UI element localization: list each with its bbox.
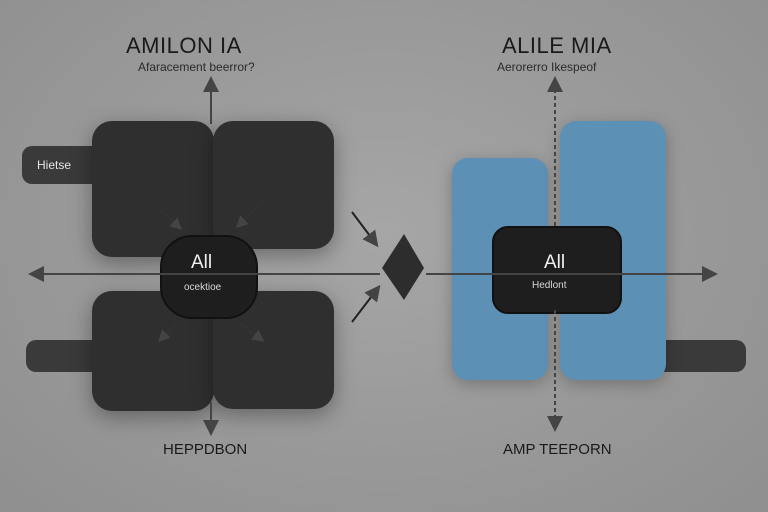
right-hub-node [492,226,622,314]
decision-diamond [382,234,424,300]
left-module-subtitle: Afaracement beerror? [138,60,255,74]
left-diag-arrow-bl [157,321,179,343]
right-module-title: ALILE MIA [502,33,612,58]
left-hub-title: All [191,252,213,273]
left-diag-arrow-tl [159,209,183,231]
left-lobe-top-left [92,121,214,257]
left-hub-node [160,235,258,319]
right-side-tab [652,340,746,372]
left-lobe-top-right [213,121,334,249]
left-diag-arrow-br [237,321,265,342]
mid-arrow-upper [351,211,379,248]
mid-arrow-lower [351,284,381,323]
left-module-footer: HEPPDBON [163,441,248,458]
right-hub-subtitle: Hedlont [532,280,567,291]
left-module-title: AMILON IA [126,33,242,58]
right-module-subtitle: Aerorerro Ikespeof [497,60,597,74]
left-side-tab-label: Hietse [37,158,72,172]
left-hub-subtitle: ocektioe [184,282,222,293]
left-diag-arrow-tr [235,199,266,229]
right-hub-title: All [544,252,566,273]
right-module-footer: AMP TEEPORN [503,441,612,458]
